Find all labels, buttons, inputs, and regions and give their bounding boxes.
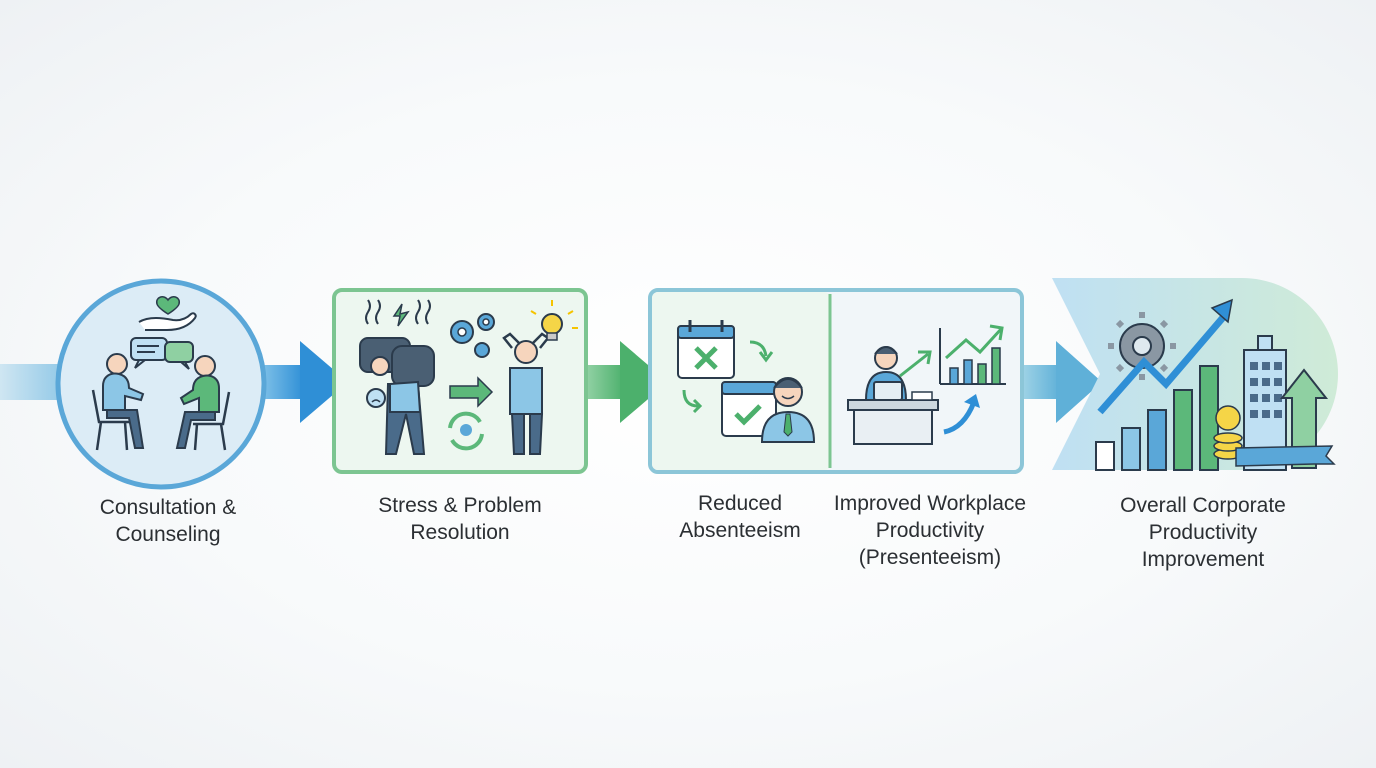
productive-worker-icon	[847, 324, 1006, 445]
flow-arrow-3	[1022, 341, 1102, 423]
step-stress-resolution	[332, 288, 588, 474]
step-4-label: Improved Workplace Productivity (Present…	[833, 492, 1027, 569]
step-1-label: Consultation & Counseling	[99, 496, 237, 546]
flow-arrow-1	[262, 341, 348, 423]
calendar-attendance-icon	[677, 320, 816, 443]
step-consultation	[55, 278, 267, 490]
step-5-label: Overall Corporate Productivity Improveme…	[1120, 494, 1286, 571]
stress-relief-icon	[332, 288, 588, 474]
step-2-label: Stress & Problem Resolution	[378, 494, 542, 544]
step-3-label: Reduced Absenteeism	[679, 492, 801, 542]
counseling-icon	[55, 278, 267, 490]
corporate-growth-icon	[1052, 278, 1338, 471]
flow-arrow-2	[588, 341, 668, 423]
